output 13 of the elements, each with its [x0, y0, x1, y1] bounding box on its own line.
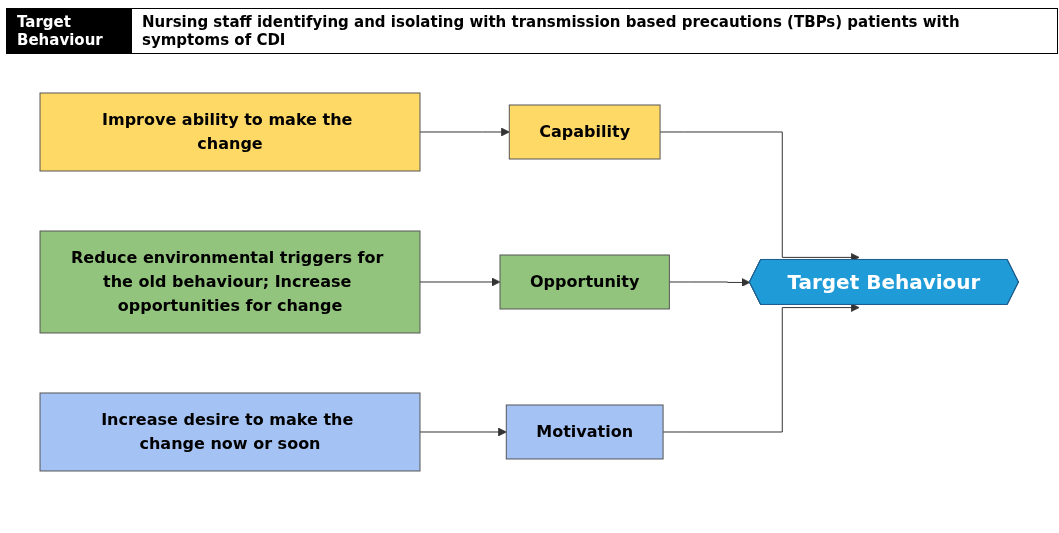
node-box: Capability [509, 104, 661, 159]
arrow [669, 277, 751, 287]
table-cell-text: Nursing staff identifying and isolating with transmission based precautions (TBPs) patients with symptoms of CDI [141, 12, 961, 51]
arrow [419, 127, 510, 136]
arrow [419, 427, 507, 436]
arrow [662, 302, 860, 432]
arrow [419, 277, 501, 286]
node-box: Motivation [506, 404, 664, 459]
node-box: Increase desire to make the change now or soon [39, 392, 421, 471]
header-cell: Target Behaviour [7, 9, 132, 53]
node-box: Reduce environmental triggers for the old behaviour; Increase opportunities for change [39, 230, 421, 333]
node-box: Improve ability to make the change [39, 92, 421, 171]
node-box: Opportunity [499, 254, 671, 309]
